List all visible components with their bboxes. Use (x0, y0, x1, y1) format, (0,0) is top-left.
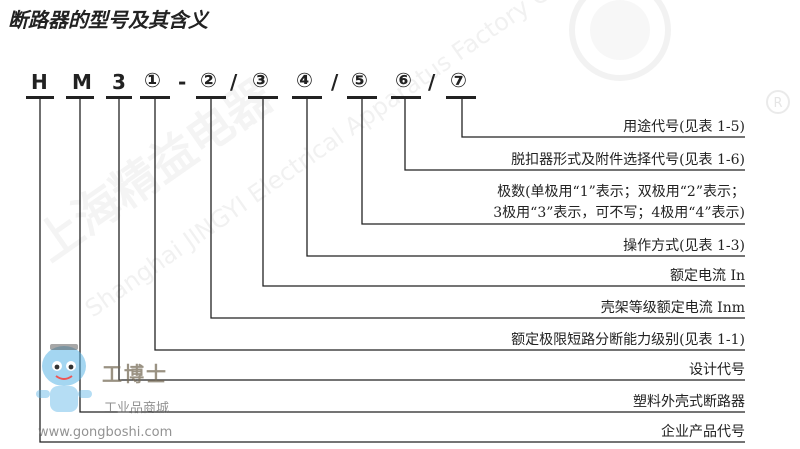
registered-mark-icon: R (766, 90, 790, 114)
code-underline-1 (140, 96, 170, 99)
code-underline-4 (292, 96, 322, 99)
code-circled-5: ⑤ (351, 68, 368, 92)
code-circled-4: ④ (296, 68, 313, 92)
label-design-code: 设计代号 (689, 362, 745, 378)
connector-h (39, 98, 745, 443)
label-mccb: 塑料外壳式断路器 (633, 394, 745, 410)
mascot-robot-icon (36, 344, 92, 412)
label-rated-current: 额定电流 In (670, 268, 745, 284)
mascot-subtitle: 工业品商城 (104, 401, 170, 416)
code-circled-6: ⑥ (395, 68, 412, 92)
code-circled-3: ③ (252, 68, 269, 92)
code-underline-m (66, 96, 94, 99)
code-underline-6 (391, 96, 421, 99)
code-underline-3 (106, 96, 132, 99)
code-slash-3: / (428, 70, 436, 94)
code-circled-1: ① (144, 68, 161, 92)
code-char-3: 3 (112, 70, 126, 94)
label-usage-code: 用途代号(见表 1-5) (623, 119, 745, 135)
connector-design (118, 98, 745, 381)
connector-7 (461, 98, 745, 138)
code-circled-7: ⑦ (450, 68, 467, 92)
page-title: 断路器的型号及其含义 (8, 8, 208, 32)
code-underline-5 (347, 96, 377, 99)
code-underline-2 (196, 96, 226, 99)
mascot-url: www.gongboshi.com (38, 425, 173, 440)
connector-5 (361, 98, 745, 225)
connector-m (79, 98, 745, 413)
code-char-m: M (72, 70, 92, 94)
label-operation-mode: 操作方式(见表 1-3) (623, 238, 745, 254)
code-underline-c3 (248, 96, 278, 99)
connector-2 (210, 98, 745, 319)
code-char-h: H (31, 70, 48, 94)
label-poles-line1: 极数(单极用“1”表示；双极用“2”表示； (497, 184, 745, 200)
label-poles-line2: 3极用“3”表示，可不写；4极用“4”表示) (493, 205, 745, 221)
code-underline-h (26, 96, 54, 99)
label-enterprise-code: 企业产品代号 (661, 424, 745, 440)
label-frame-current: 壳架等级额定电流 Inm (600, 300, 745, 316)
code-slash-2: / (331, 70, 339, 94)
connector-4 (306, 98, 745, 257)
code-slash-1: / (230, 70, 238, 94)
code-dash: - (178, 70, 187, 94)
connector-3 (262, 98, 745, 287)
svg-text:R: R (773, 96, 782, 111)
connector-6 (404, 98, 745, 171)
label-trip-unit: 脱扣器形式及附件选择代号(见表 1-6) (511, 152, 745, 168)
code-circled-2: ② (200, 68, 217, 92)
label-breaking-capacity: 额定极限短路分断能力级别(见表 1-1) (511, 332, 745, 348)
company-logo-icon (569, 0, 671, 81)
mascot-name: 工博士 (102, 362, 168, 386)
code-underline-7 (446, 96, 476, 99)
connector-1 (154, 98, 745, 351)
